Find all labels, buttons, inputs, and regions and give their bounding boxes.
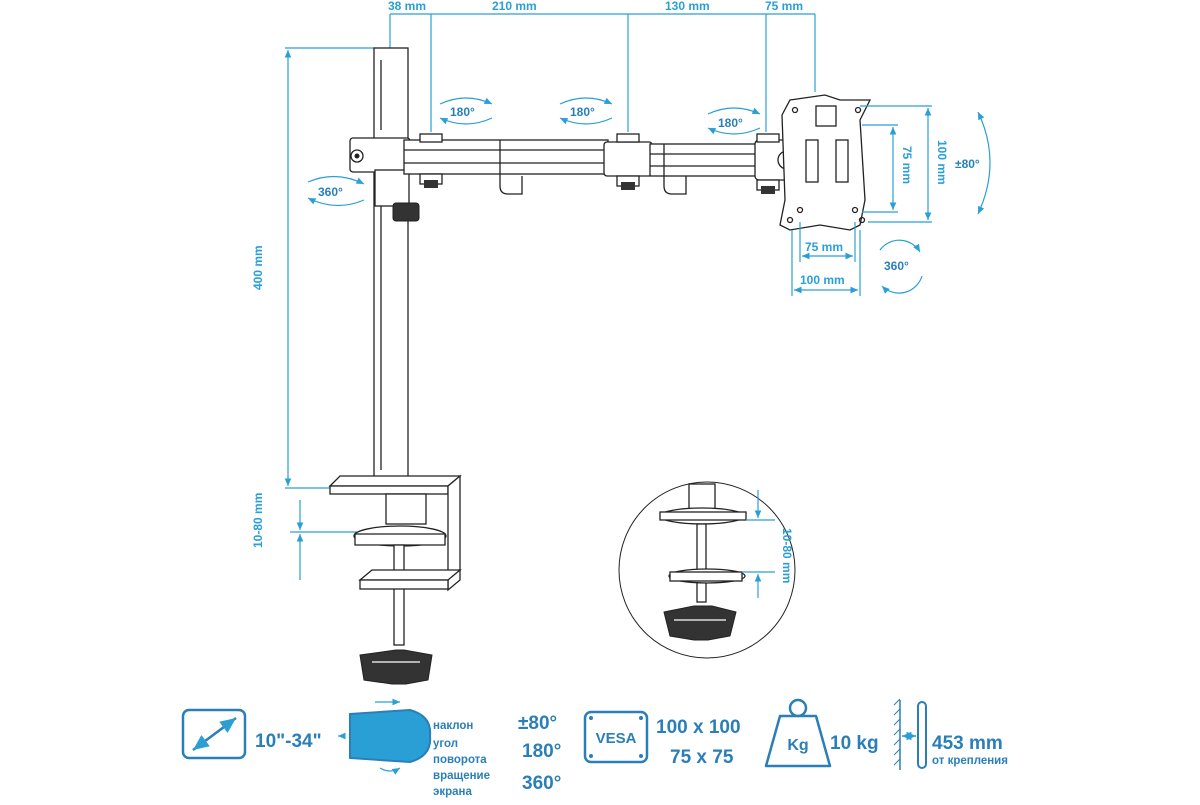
reach-value: 453 mm (932, 733, 1003, 754)
tilt-label: ±80° (955, 157, 980, 171)
weight-badge-text: Kg (787, 737, 808, 754)
top-dimension-line: 38 mm 210 mm 130 mm 75 mm (388, 0, 816, 132)
rotation-joint1: 180° (439, 97, 493, 125)
rotation-plate: 360° (879, 239, 923, 294)
dim-210mm: 210 mm (492, 0, 537, 13)
rotation-joint2: 180° (559, 97, 613, 125)
angle-value: 180° (522, 741, 561, 762)
screen-size-value: 10"-34" (255, 731, 322, 752)
tilt-text: наклон (433, 720, 473, 732)
rotation-pole: 360° (307, 175, 365, 207)
weight-value: 10 kg (830, 733, 879, 754)
dim-75mm: 75 mm (765, 0, 803, 13)
monitor-tilt-icon (338, 698, 432, 775)
diagonal-arrow-icon (181, 708, 247, 760)
wall-reach-icon (893, 698, 927, 770)
dim-10-80mm: 10-80 mm (251, 493, 265, 548)
rotation-plate-label: 360° (884, 259, 909, 273)
dim-130mm: 130 mm (665, 0, 710, 13)
tilt-value: ±80° (518, 713, 557, 734)
angle-text-2: поворота (433, 754, 487, 766)
rotation-joint2-label: 180° (570, 105, 595, 119)
dim-vesa-v75: 75 mm (900, 146, 914, 184)
rotation-text-1: вращение (433, 770, 490, 782)
dim-vesa-v100: 100 mm (935, 140, 949, 185)
desk-thickness-dimension: 10-80 mm (251, 493, 360, 580)
vesa-value-2: 75 x 75 (670, 747, 734, 768)
angle-text-1: угол (433, 738, 458, 750)
inset-dim-10-80mm: 10-80 mm (780, 528, 794, 583)
spec-bar: 10"-34" наклон угол поворота вращение эк… (181, 698, 1008, 798)
pole-height-dimension: 400 mm (251, 47, 375, 489)
tilt-indicator: ±80° (955, 111, 991, 215)
dim-400mm: 400 mm (251, 245, 265, 290)
articulating-arm (349, 133, 797, 222)
rotation-value: 360° (522, 773, 561, 794)
rotation-text-2: экрана (433, 786, 472, 798)
weight-icon: Kg (764, 698, 832, 768)
dim-vesa-h100: 100 mm (800, 273, 845, 287)
vesa-badge-text: VESA (596, 730, 637, 747)
reach-label: от крепления (932, 755, 1008, 767)
vesa-plate (779, 94, 872, 231)
rotation-joint3-label: 180° (718, 116, 743, 130)
desk-clamp (328, 474, 462, 685)
vesa-value-1: 100 x 100 (656, 717, 741, 738)
rotation-joint1-label: 180° (450, 105, 475, 119)
rotation-joint3: 180° (707, 107, 761, 135)
vesa-icon: VESA (583, 710, 649, 764)
clamp-detail-inset: 10-80 mm (618, 481, 796, 659)
pole (373, 47, 409, 489)
vesa-dimensions: 75 mm 100 mm 75 mm 100 mm (791, 105, 949, 296)
dim-38mm: 38 mm (388, 0, 426, 13)
rotation-pole-label: 360° (318, 185, 343, 199)
dim-vesa-h75: 75 mm (805, 240, 843, 254)
